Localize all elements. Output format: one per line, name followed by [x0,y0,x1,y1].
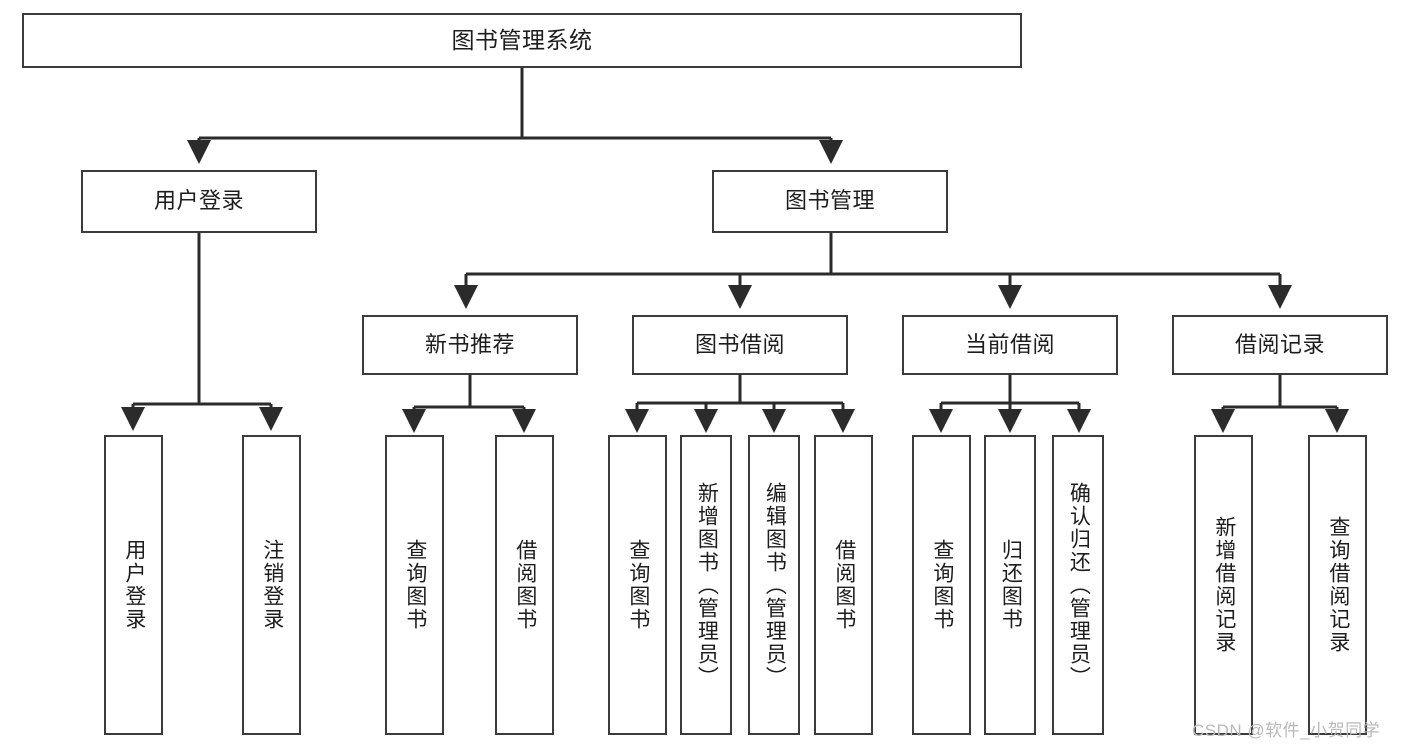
node-leaf-logout[interactable]: 注销登录 [242,435,301,735]
node-label: 查询借阅记录 [1326,516,1350,654]
node-new-book-recommend[interactable]: 新书推荐 [362,315,578,375]
node-leaf-query-book-borrow[interactable]: 查询图书 [608,435,667,735]
node-label: 新书推荐 [424,331,515,357]
node-label: 新增图书（管理员） [695,481,719,689]
node-leaf-edit-book-admin[interactable]: 编辑图书（管理员） [748,435,800,735]
node-label: 查询图书 [930,539,954,631]
node-leaf-add-book-admin[interactable]: 新增图书（管理员） [680,435,732,735]
node-label: 借阅图书 [513,539,537,631]
node-label: 查询图书 [403,539,427,631]
node-leaf-return-book[interactable]: 归还图书 [984,435,1036,735]
node-label: 归还图书 [999,539,1023,631]
node-label: 注销登录 [260,539,284,631]
node-label: 当前借阅 [964,331,1055,357]
node-label: 确认归还（管理员） [1067,481,1091,689]
node-leaf-user-login[interactable]: 用户登录 [104,435,163,735]
node-label: 用户登录 [153,188,244,214]
node-label: 图书管理系统 [451,26,593,53]
node-leaf-confirm-return-admin[interactable]: 确认归还（管理员） [1052,435,1104,735]
node-label: 图书管理 [784,188,875,214]
node-book-management[interactable]: 图书管理 [712,170,948,233]
node-root-book-management-system[interactable]: 图书管理系统 [22,13,1022,68]
node-leaf-add-borrow-record[interactable]: 新增借阅记录 [1194,435,1253,735]
node-borrow-record[interactable]: 借阅记录 [1172,315,1388,375]
node-leaf-query-book-recommend[interactable]: 查询图书 [385,435,444,735]
node-leaf-query-book-current[interactable]: 查询图书 [912,435,971,735]
node-current-borrow[interactable]: 当前借阅 [902,315,1118,375]
node-label: 用户登录 [122,539,146,631]
node-leaf-query-borrow-record[interactable]: 查询借阅记录 [1308,435,1367,735]
node-label: 借阅图书 [832,539,856,631]
node-label: 图书借阅 [694,331,785,357]
node-leaf-borrow-book[interactable]: 借阅图书 [814,435,873,735]
node-label: 编辑图书（管理员） [763,481,787,689]
node-book-borrow[interactable]: 图书借阅 [632,315,848,375]
node-leaf-borrow-book-recommend[interactable]: 借阅图书 [495,435,554,735]
node-label: 查询图书 [626,539,650,631]
node-user-login[interactable]: 用户登录 [81,170,317,233]
node-label: 新增借阅记录 [1212,516,1236,654]
watermark: CSDN @软件_小贺同学 [1192,721,1381,740]
node-label: 借阅记录 [1234,331,1325,357]
